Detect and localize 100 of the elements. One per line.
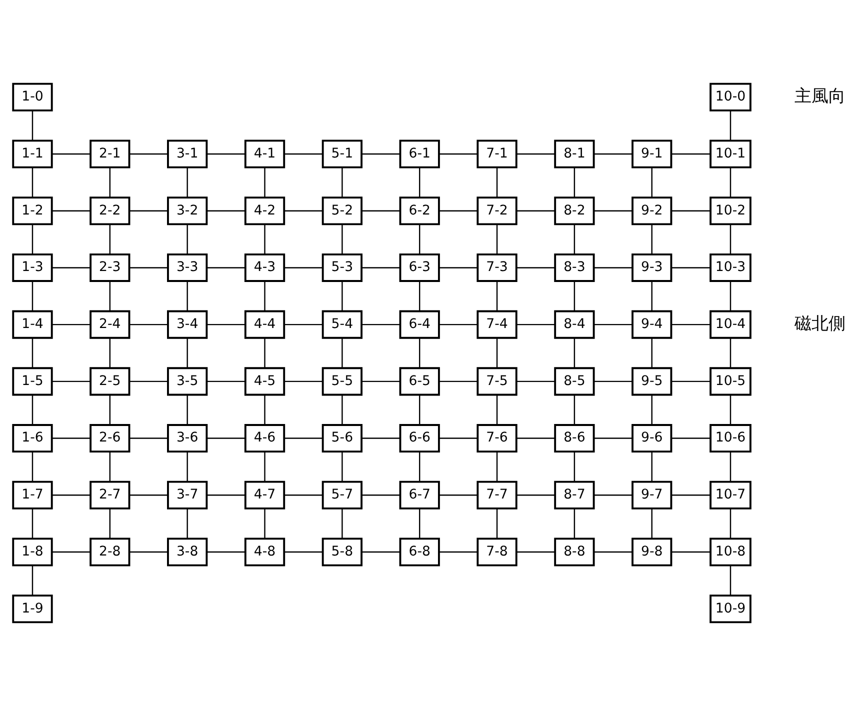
connector (284, 210, 322, 212)
node-box: 1-0 (12, 82, 53, 112)
connector (671, 551, 710, 553)
node-box: 3-5 (167, 367, 208, 396)
connector (419, 168, 420, 198)
connector (129, 324, 168, 326)
connector (264, 452, 266, 482)
node-box: 7-8 (476, 538, 518, 566)
connector (206, 380, 245, 382)
connector (516, 380, 555, 382)
connector (129, 267, 168, 268)
connector (186, 338, 188, 368)
node-box: 6-2 (399, 196, 440, 226)
connector (362, 267, 400, 268)
node-box: 10-8 (710, 538, 752, 566)
connector (419, 508, 420, 538)
node-box: 10-1 (710, 140, 752, 168)
connector (109, 281, 111, 311)
connector (52, 153, 90, 155)
node-box: 8-1 (554, 140, 595, 168)
connector (730, 281, 732, 311)
connector (129, 210, 168, 212)
connector (730, 338, 732, 368)
node-box: 10-2 (710, 196, 752, 226)
connector (342, 395, 343, 425)
connector (362, 324, 400, 326)
connector (206, 210, 245, 212)
connector (496, 224, 498, 254)
connector (594, 324, 632, 326)
connector (186, 168, 188, 198)
connector (671, 324, 710, 326)
node-box: 1-5 (12, 367, 53, 396)
connector (264, 395, 266, 425)
node-box: 1-6 (12, 424, 53, 453)
node-box: 5-5 (322, 367, 362, 396)
connector (516, 210, 555, 212)
connector (52, 494, 90, 496)
connector (594, 210, 632, 212)
connector (496, 168, 498, 198)
connector (109, 168, 111, 198)
node-box: 2-1 (90, 140, 130, 168)
connector (594, 153, 632, 155)
connector (342, 281, 343, 311)
connector (206, 494, 245, 496)
connector (186, 224, 188, 254)
node-box: 8-7 (554, 480, 595, 510)
node-box: 4-4 (244, 310, 286, 339)
connector (52, 324, 90, 326)
connector (129, 380, 168, 382)
connector (186, 452, 188, 482)
connector (362, 210, 400, 212)
connector (32, 508, 34, 538)
node-box: 9-8 (632, 538, 672, 566)
connector (284, 438, 322, 439)
node-box: 8-3 (554, 253, 595, 282)
connector (574, 395, 576, 425)
connector (52, 380, 90, 382)
connector (516, 324, 555, 326)
node-box: 9-6 (632, 424, 672, 453)
connector (206, 551, 245, 553)
connector (496, 508, 498, 538)
connector (439, 267, 478, 268)
node-box: 7-6 (476, 424, 518, 453)
node-box: 6-5 (399, 367, 440, 396)
node-box: 10-7 (710, 480, 752, 510)
node-box: 8-2 (554, 196, 595, 226)
connector (186, 395, 188, 425)
connector (129, 153, 168, 155)
node-box: 10-0 (710, 82, 752, 112)
node-box: 8-4 (554, 310, 595, 339)
connector (419, 224, 420, 254)
node-box: 7-1 (476, 140, 518, 168)
connector (419, 338, 420, 368)
node-box: 1-7 (12, 480, 53, 510)
node-box: 8-8 (554, 538, 595, 566)
node-box: 5-2 (322, 196, 362, 226)
connector (342, 452, 343, 482)
connector (574, 338, 576, 368)
connector (439, 551, 478, 553)
connector (52, 551, 90, 553)
node-box: 2-2 (90, 196, 130, 226)
connector (284, 267, 322, 268)
connector (52, 210, 90, 212)
node-box: 10-9 (710, 594, 752, 624)
node-box: 5-1 (322, 140, 362, 168)
connector (594, 438, 632, 439)
connector (419, 281, 420, 311)
connector (419, 395, 420, 425)
node-box: 4-3 (244, 253, 286, 282)
connector (52, 438, 90, 439)
connector (284, 494, 322, 496)
connector (671, 153, 710, 155)
connector (730, 395, 732, 425)
node-box: 9-5 (632, 367, 672, 396)
connector (594, 380, 632, 382)
connector (362, 153, 400, 155)
connector (129, 438, 168, 439)
node-box: 9-2 (632, 196, 672, 226)
node-box: 1-4 (12, 310, 53, 339)
node-box: 6-4 (399, 310, 440, 339)
